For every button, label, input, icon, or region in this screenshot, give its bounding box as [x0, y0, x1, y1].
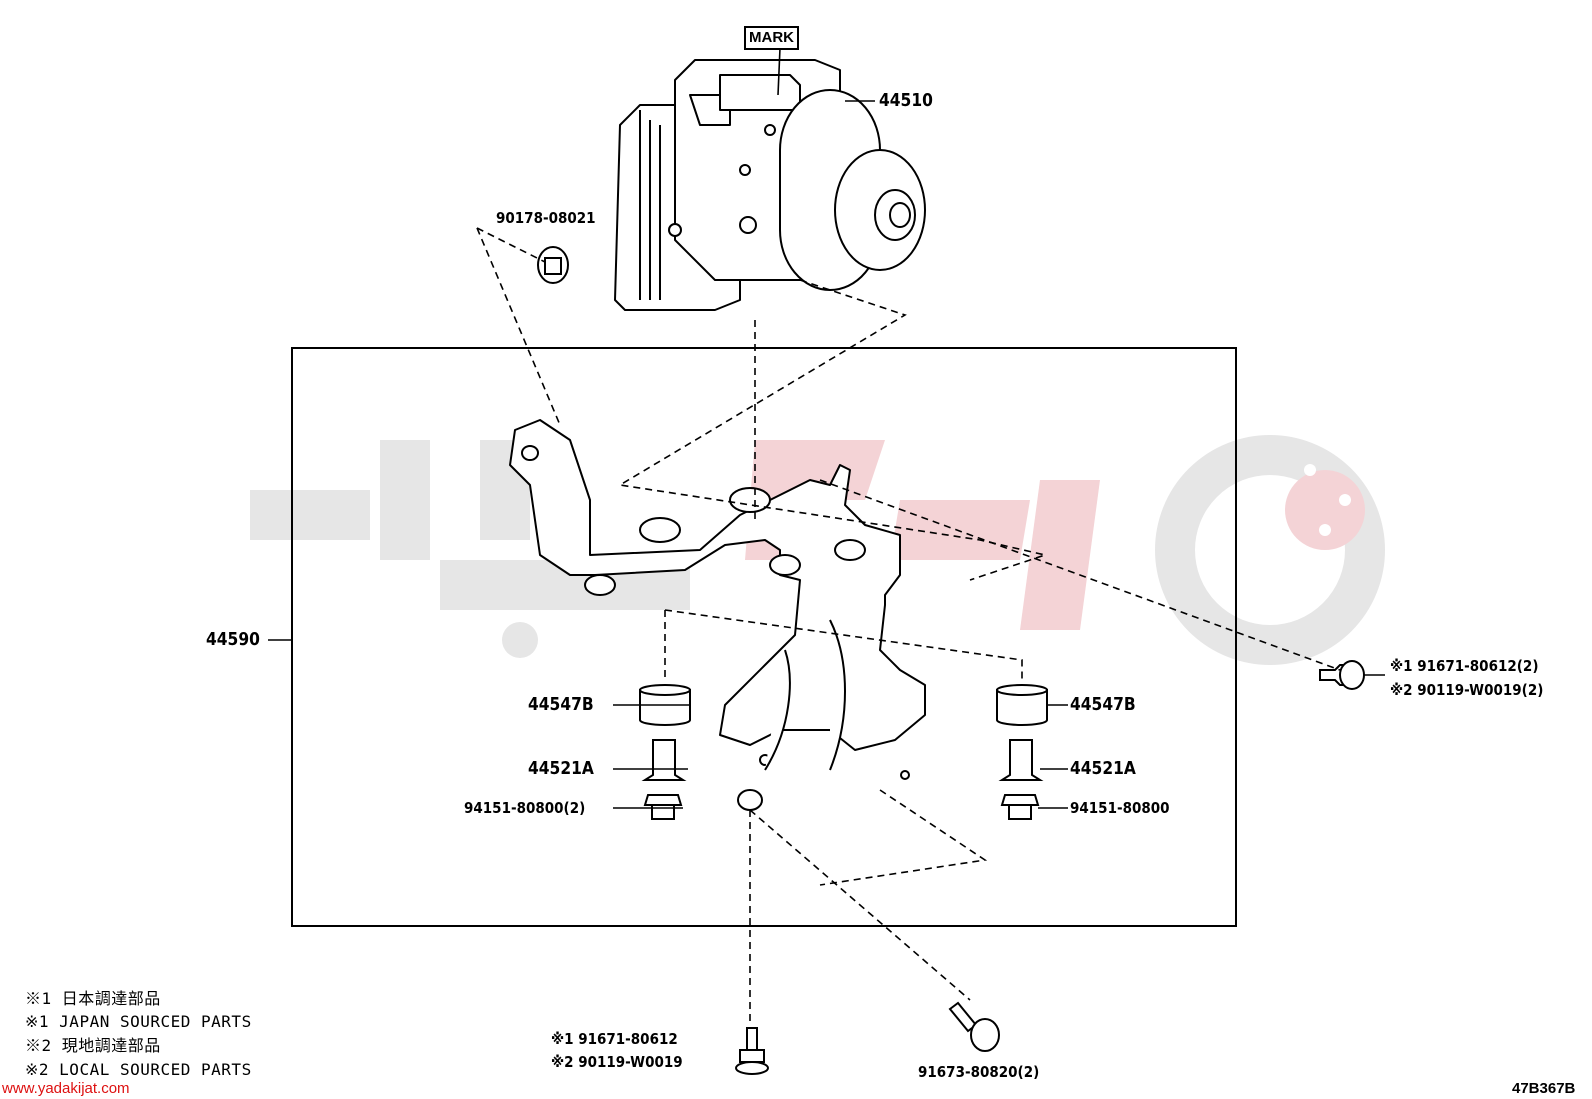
note-1: ※1 日本調達部品 [25, 989, 161, 1008]
label-90178-08021: 90178-08021 [496, 209, 596, 227]
leader-lines [268, 47, 1385, 809]
label-44590: 44590 [206, 629, 260, 650]
collar-icon [641, 739, 1044, 781]
label-right-bolt-1: ※1 91671-80612(2) [1390, 657, 1539, 675]
label-right-bolt-2: ※2 90119-W0019(2) [1390, 681, 1544, 699]
label-44521a-left: 44521A [528, 758, 594, 779]
note-2: ※1 JAPAN SOURCED PARTS [25, 1012, 252, 1031]
cushion-icon [639, 684, 1048, 726]
note-3: ※2 現地調達部品 [25, 1036, 161, 1055]
nut-icon [643, 794, 1040, 820]
bracket-icon [509, 419, 926, 811]
watermark-url: www.yadakijat.com [2, 1080, 130, 1097]
diagram-code: 47B367B [1512, 1080, 1576, 1097]
label-94151-right: 94151-80800 [1070, 799, 1170, 817]
assembly-box [291, 347, 1237, 927]
note-4: ※2 LOCAL SOURCED PARTS [25, 1060, 252, 1079]
label-44510: 44510 [879, 90, 933, 111]
label-bottom-bolt-1: ※1 91671-80612 [551, 1030, 678, 1048]
label-91673-80820: 91673-80820(2) [918, 1063, 1040, 1081]
mark-label: MARK [744, 26, 799, 50]
bolt-icon [735, 660, 1365, 1075]
nut-icon [537, 246, 569, 284]
label-44547b-left: 44547B [528, 694, 594, 715]
guide-lines [476, 227, 1341, 1025]
label-94151-left: 94151-80800(2) [464, 799, 586, 817]
label-44521a-right: 44521A [1070, 758, 1136, 779]
label-bottom-bolt-2: ※2 90119-W0019 [551, 1053, 683, 1071]
label-44547b-right: 44547B [1070, 694, 1136, 715]
abs-actuator-icon [614, 59, 926, 311]
